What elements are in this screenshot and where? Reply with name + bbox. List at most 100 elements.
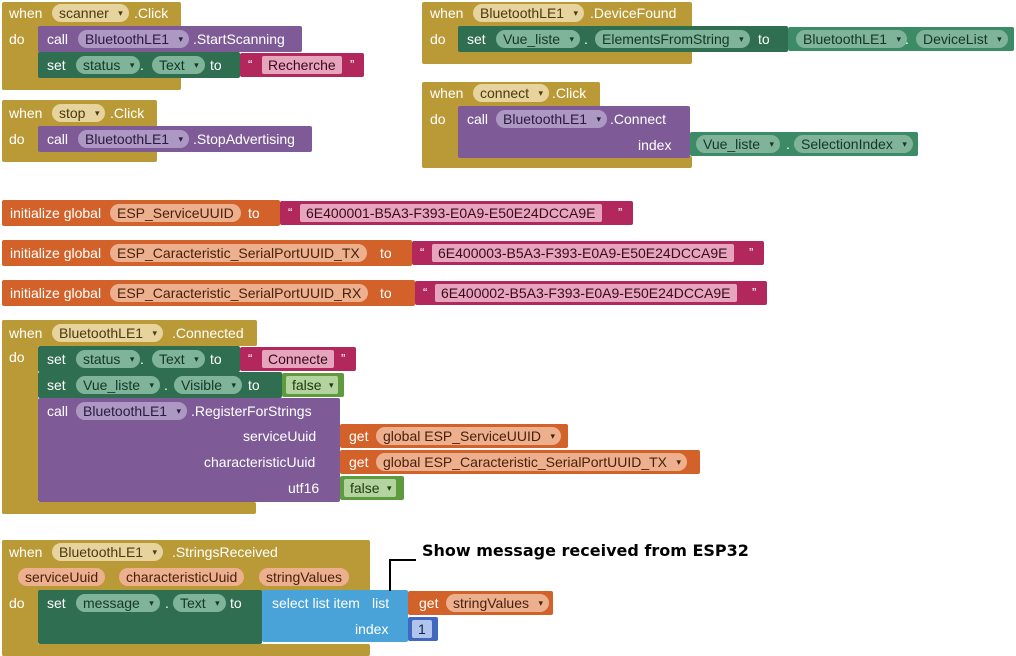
property-dropdown-text[interactable]: Text▾ [173,594,226,612]
set-block-message-text[interactable]: set message▾ . Text▾ to [38,590,262,644]
component-dropdown-status[interactable]: status▾ [76,350,141,368]
event-name: .StringsReceived [172,544,278,560]
text-value[interactable]: Connecte [262,350,334,368]
component-dropdown-status[interactable]: status▾ [76,56,141,74]
property-dropdown-text[interactable]: Text▾ [152,350,205,368]
index-param-label: index [638,137,672,153]
boolean-dropdown-false[interactable]: false▾ [344,479,396,497]
property-dropdown-elements-from-string[interactable]: ElementsFromString▾ [595,30,750,48]
component-dropdown-bluetoothle1[interactable]: BluetoothLE1▾ [78,130,190,148]
component-dropdown-bluetoothle1[interactable]: BluetoothLE1▾ [496,110,608,128]
global-name-field[interactable]: ESP_ServiceUUID [110,204,241,222]
component-dropdown-vue-liste[interactable]: Vue_liste▾ [496,30,581,48]
method-name: .RegisterForStrings [191,403,312,419]
component-dropdown-scanner[interactable]: scanner▾ [52,4,129,22]
text-literal-serial-tx[interactable]: “ 6E400003-B5A3-F393-E0A9-E50E24DCCA9E ” [412,241,764,265]
text-literal-connecte[interactable]: “ Connecte ” [240,347,356,371]
component-dropdown-vue-liste[interactable]: Vue_liste▾ [696,135,781,153]
property-dropdown-text[interactable]: Text▾ [152,56,205,74]
event-block-connect-click-base [422,156,692,168]
variable-dropdown[interactable]: stringValues▾ [446,594,550,612]
set-label: set [47,595,66,611]
event-block-connected-side [2,320,38,514]
initialize-global-label: initialize global [10,285,102,301]
component-dropdown-bluetoothle1[interactable]: BluetoothLE1▾ [473,4,585,22]
call-block-connect[interactable]: call BluetoothLE1▾ .Connect index [458,106,690,158]
component-dropdown-connect[interactable]: connect▾ [473,84,550,102]
get-global-serial-tx[interactable]: get global ESP_Caracteristic_SerialPortU… [340,450,700,474]
variable-dropdown[interactable]: global ESP_ServiceUUID▾ [376,427,561,445]
set-block-status-text[interactable]: set status▾ . Text▾ to [38,52,240,78]
initialize-global-serial-tx[interactable]: initialize global ESP_Caracteristic_Seri… [2,240,412,266]
event-name: .Click [134,5,169,21]
method-name: .Connect [610,111,667,127]
property-dropdown-visible[interactable]: Visible▾ [174,376,242,394]
param-characteristic-uuid-label: characteristicUuid [204,454,316,470]
event-name: .Connected [172,325,244,341]
do-label: do [430,31,446,47]
variable-dropdown[interactable]: global ESP_Caracteristic_SerialPortUUID_… [376,453,687,471]
dot-label: . [165,595,169,611]
getter-block-device-list[interactable]: BluetoothLE1▾ . DeviceList▾ [788,27,1014,51]
logic-false-block[interactable]: false▾ [282,373,344,397]
set-label: set [47,57,66,73]
text-value[interactable]: 6E400001-B5A3-F393-E0A9-E50E24DCCA9E [300,204,602,222]
to-label: to [230,595,242,611]
get-string-values[interactable]: get stringValues▾ [408,591,553,615]
text-value[interactable]: 6E400002-B5A3-F393-E0A9-E50E24DCCA9E [435,284,737,302]
select-list-item-block[interactable]: select list item list index [262,590,408,642]
param-utf16-label: utf16 [288,480,320,496]
set-label: set [467,31,486,47]
set-block-status-text[interactable]: set status▾ . Text▾ to [38,346,240,372]
call-block-stop-advertising[interactable]: call BluetoothLE1▾ .StopAdvertising [38,126,312,152]
component-dropdown-bluetoothle1[interactable]: BluetoothLE1▾ [52,324,164,342]
method-name: .StopAdvertising [193,131,295,147]
set-block-elements-from-string[interactable]: set Vue_liste▾ . ElementsFromString▾ to [458,26,788,52]
global-name-field[interactable]: ESP_Caracteristic_SerialPortUUID_RX [110,284,369,302]
getter-block-selection-index[interactable]: Vue_liste▾ . SelectionIndex▾ [690,132,918,156]
text-literal-serial-rx[interactable]: “ 6E400002-B5A3-F393-E0A9-E50E24DCCA9E ” [415,281,767,305]
component-dropdown-stop[interactable]: stop▾ [52,104,106,122]
do-label: do [9,595,25,611]
call-block-start-scanning[interactable]: call BluetoothLE1▾ .StartScanning [38,26,302,52]
event-block-strings-received-side [2,540,38,656]
event-param-string-values[interactable]: stringValues [259,568,350,586]
text-literal-service-uuid[interactable]: “ 6E400001-B5A3-F393-E0A9-E50E24DCCA9E ” [280,201,633,225]
property-dropdown-selection-index[interactable]: SelectionIndex▾ [794,135,913,153]
get-global-service-uuid[interactable]: get global ESP_ServiceUUID▾ [340,424,568,448]
component-dropdown-message[interactable]: message▾ [76,594,160,612]
number-value[interactable]: 1 [412,620,432,638]
annotation-line-vertical [389,559,391,591]
call-block-register-for-strings[interactable]: call BluetoothLE1▾ .RegisterForStrings s… [38,398,340,502]
logic-false-block[interactable]: false▾ [340,476,404,500]
to-label: to [380,245,392,261]
when-label: when [9,544,43,560]
dot-label: . [140,351,144,367]
dot-label: . [140,57,144,73]
property-dropdown-device-list[interactable]: DeviceList▾ [916,30,1008,48]
component-dropdown-bluetoothle1[interactable]: BluetoothLE1▾ [796,30,908,48]
initialize-global-service-uuid[interactable]: initialize global ESP_ServiceUUID to [2,200,280,226]
global-name-field[interactable]: ESP_Caracteristic_SerialPortUUID_TX [110,244,367,262]
event-block-scanner-click-tail [2,78,42,90]
component-dropdown-bluetoothle1[interactable]: BluetoothLE1▾ [78,30,190,48]
event-param-service-uuid[interactable]: serviceUuid [18,568,106,586]
text-value[interactable]: Recherche [262,56,342,74]
text-literal-recherche[interactable]: “ Recherche ” [240,53,364,77]
when-label: when [9,5,43,21]
math-number-block[interactable]: 1 [408,617,438,641]
get-label: get [349,428,369,444]
to-label: to [210,351,222,367]
select-list-item-label: select list item [272,595,360,611]
component-dropdown-vue-liste[interactable]: Vue_liste▾ [76,376,161,394]
initialize-global-serial-rx[interactable]: initialize global ESP_Caracteristic_Seri… [2,280,415,306]
method-name: .StartScanning [193,31,285,47]
text-value[interactable]: 6E400003-B5A3-F393-E0A9-E50E24DCCA9E [432,244,734,262]
event-param-characteristic-uuid[interactable]: characteristicUuid [119,568,245,586]
boolean-dropdown-false[interactable]: false▾ [286,376,338,394]
annotation-text: Show message received from ESP32 [422,541,749,560]
component-dropdown-bluetoothle1[interactable]: BluetoothLE1▾ [76,402,188,420]
to-label: to [758,31,770,47]
component-dropdown-bluetoothle1[interactable]: BluetoothLE1▾ [52,543,164,561]
set-block-vue-liste-visible[interactable]: set Vue_liste▾ . Visible▾ to [38,372,282,398]
